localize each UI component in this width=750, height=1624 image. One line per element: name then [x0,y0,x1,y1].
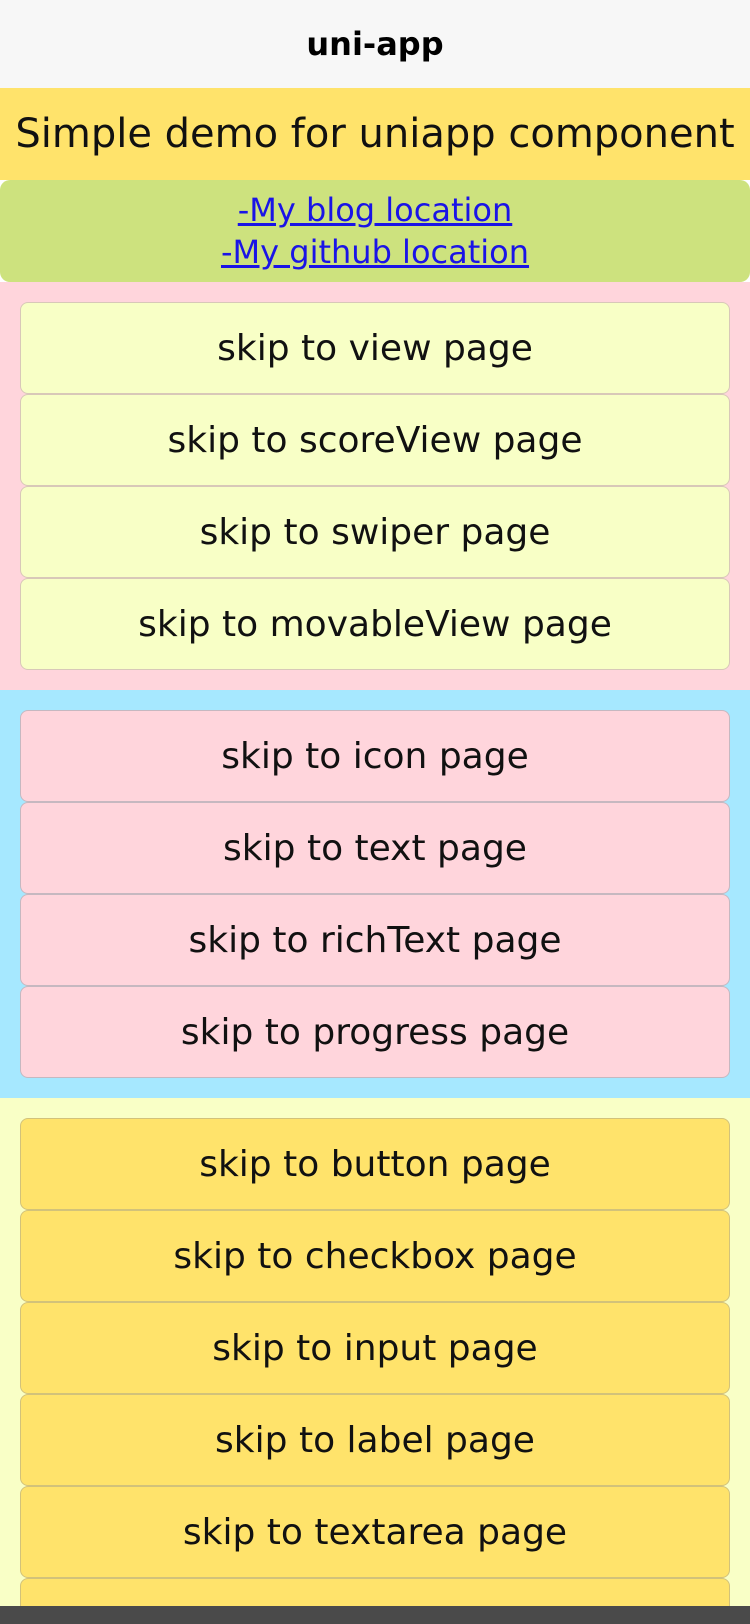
links-box: -My blog location -My github location [0,180,750,282]
blog-link[interactable]: -My blog location [237,191,513,229]
button-page-button[interactable]: skip to button page [20,1118,730,1210]
navigation-bar: uni-app [0,0,750,88]
view-page-button[interactable]: skip to view page [20,302,730,394]
input-page-button[interactable]: skip to input page [20,1302,730,1394]
icon-page-button[interactable]: skip to icon page [20,710,730,802]
movableview-page-button[interactable]: skip to movableView page [20,578,730,670]
label-page-button[interactable]: skip to label page [20,1394,730,1486]
header-text: Simple demo for uniapp component [15,111,735,157]
richtext-page-button[interactable]: skip to richText page [20,894,730,986]
container-components-section: skip to view page skip to scoreView page… [0,282,750,690]
header-banner: Simple demo for uniapp component [0,88,750,180]
github-link[interactable]: -My github location [220,233,530,271]
basic-content-section: skip to icon page skip to text page skip… [0,690,750,1098]
swiper-page-button[interactable]: skip to swiper page [20,486,730,578]
nav-title: uni-app [306,25,444,63]
form-components-section: skip to button page skip to checkbox pag… [0,1098,750,1624]
progress-page-button[interactable]: skip to progress page [20,986,730,1078]
scoreview-page-button[interactable]: skip to scoreView page [20,394,730,486]
bottom-status-bar [0,1606,750,1624]
text-page-button[interactable]: skip to text page [20,802,730,894]
textarea-page-button[interactable]: skip to textarea page [20,1486,730,1578]
checkbox-page-button[interactable]: skip to checkbox page [20,1210,730,1302]
